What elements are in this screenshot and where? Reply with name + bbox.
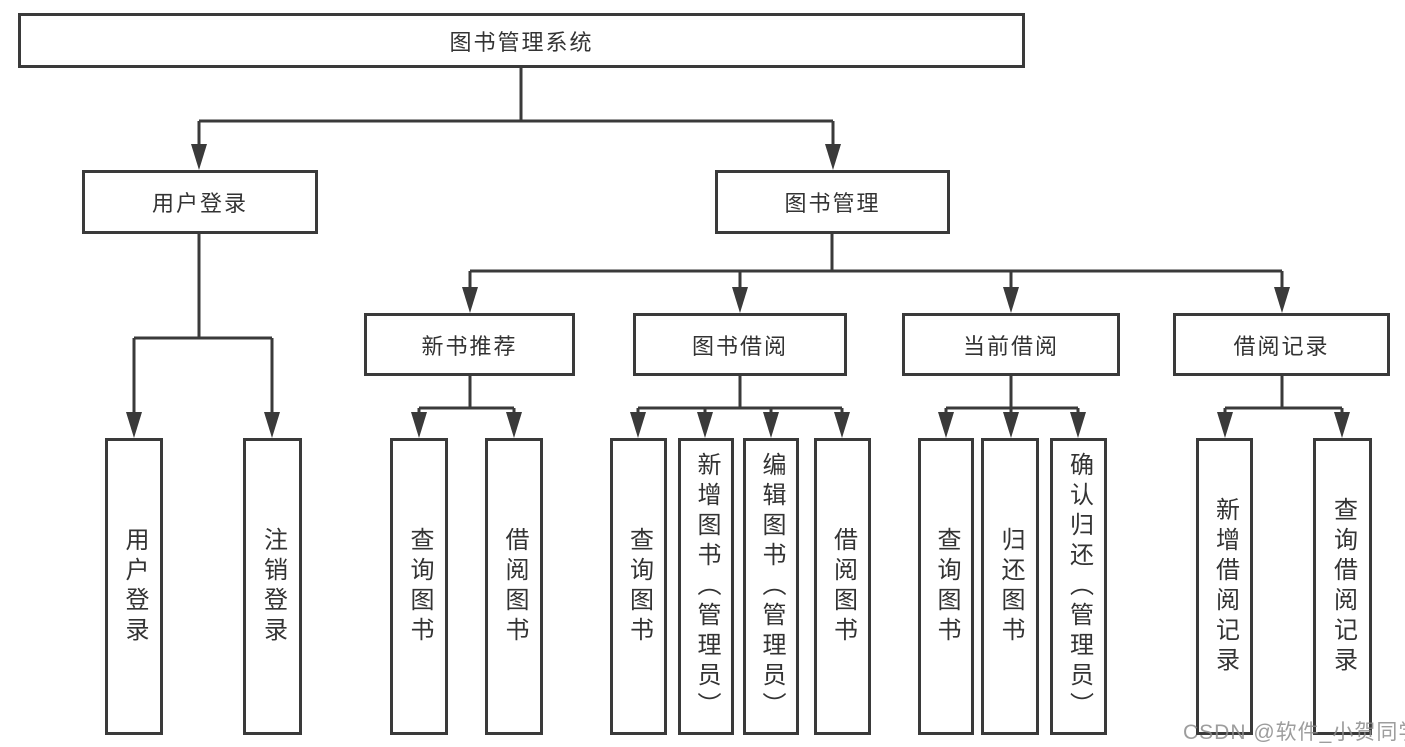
node-new-book-recommend: 新书推荐: [364, 313, 575, 376]
node-book-borrow-label: 图书借阅: [691, 333, 788, 359]
node-user-login: 用户登录: [82, 170, 318, 234]
leaf-nbr-borrow-book-label: 借阅图书: [501, 526, 528, 647]
node-borrow-records-label: 借阅记录: [1233, 333, 1330, 359]
leaf-bb-query-book-label: 查询图书: [625, 526, 653, 647]
leaf-cb-return-book-label: 归还图书: [997, 526, 1024, 647]
node-book-borrow: 图书借阅: [633, 313, 847, 376]
leaf-bb-add-book-admin: 新增图书（管理员）: [678, 438, 734, 735]
leaf-logout-label: 注销登录: [259, 526, 287, 647]
leaf-nbr-query-book: 查询图书: [390, 438, 448, 735]
leaf-bb-borrow-book: 借阅图书: [814, 438, 871, 735]
node-book-management-label: 图书管理: [784, 191, 881, 216]
leaf-user-login: 用户登录: [105, 438, 163, 735]
leaf-bb-add-book-admin-label: 新增图书（管理员）: [693, 451, 720, 722]
node-user-login-label: 用户登录: [151, 191, 248, 216]
leaf-bb-edit-book-admin-label: 编辑图书（管理员）: [758, 451, 785, 722]
leaf-cb-confirm-return-admin: 确认归还（管理员）: [1050, 438, 1107, 735]
node-current-borrow-label: 当前借阅: [962, 333, 1059, 359]
node-root: 图书管理系统: [18, 13, 1025, 68]
node-current-borrow: 当前借阅: [902, 313, 1120, 376]
leaf-cb-confirm-return-admin-label: 确认归还（管理员）: [1065, 451, 1093, 722]
leaf-nbr-query-book-label: 查询图书: [406, 526, 433, 647]
node-book-management: 图书管理: [715, 170, 950, 234]
node-root-label: 图书管理系统: [449, 29, 594, 55]
leaf-user-login-label: 用户登录: [121, 526, 148, 647]
leaf-bb-borrow-book-label: 借阅图书: [829, 526, 857, 647]
leaf-br-query-record-label: 查询借阅记录: [1329, 496, 1357, 677]
node-borrow-records: 借阅记录: [1173, 313, 1390, 376]
leaf-cb-return-book: 归还图书: [981, 438, 1039, 735]
arrowheads: [126, 144, 1350, 438]
leaf-cb-query-book-label: 查询图书: [933, 526, 960, 647]
leaf-br-add-record: 新增借阅记录: [1196, 438, 1253, 735]
leaf-cb-query-book: 查询图书: [918, 438, 974, 735]
node-new-book-recommend-label: 新书推荐: [421, 333, 518, 359]
leaf-logout: 注销登录: [243, 438, 302, 735]
leaf-bb-query-book: 查询图书: [610, 438, 667, 735]
leaf-br-add-record-label: 新增借阅记录: [1211, 496, 1239, 677]
leaf-nbr-borrow-book: 借阅图书: [485, 438, 543, 735]
leaf-bb-edit-book-admin: 编辑图书（管理员）: [743, 438, 799, 735]
leaf-br-query-record: 查询借阅记录: [1313, 438, 1372, 735]
csdn-watermark: CSDN @软件_小贺同学: [1183, 721, 1405, 744]
